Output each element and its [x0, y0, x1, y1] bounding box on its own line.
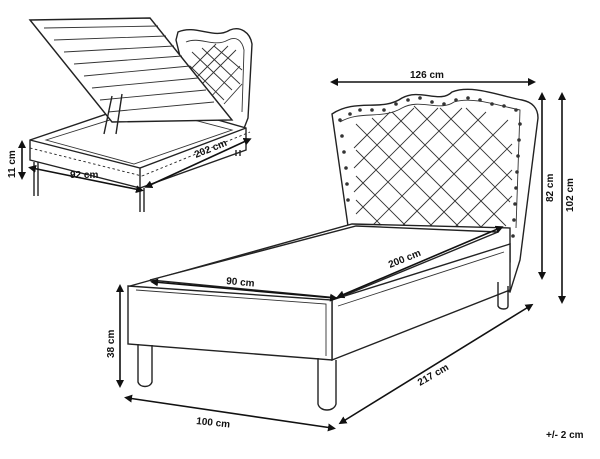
total-width-line	[124, 394, 336, 432]
large-leg	[317, 358, 337, 411]
mattress-length-line	[336, 225, 504, 299]
frame-height-label: 38 cm	[106, 330, 117, 358]
small-slats	[43, 25, 215, 113]
headboard-width-label: 126 cm	[410, 70, 444, 81]
small-leg	[139, 188, 145, 212]
storage-width-line	[28, 164, 144, 194]
storage-length-line	[144, 138, 252, 188]
mattress-width-line	[150, 278, 338, 302]
large-tufting	[353, 105, 513, 241]
total-width-label: 100 cm	[196, 416, 231, 430]
small-bed-drawing	[28, 17, 253, 212]
total-length-line	[338, 303, 534, 425]
headboard-height-label: 82 cm	[545, 174, 556, 202]
small-struts	[103, 93, 123, 135]
tolerance-note: +/- 2 cm	[546, 430, 584, 441]
storage-width-label: 92 cm	[70, 170, 98, 181]
small-leg	[33, 162, 39, 196]
large-leg	[137, 344, 153, 388]
small-lid	[28, 17, 234, 123]
total-height-label: 102 cm	[565, 178, 576, 212]
headboard-studs	[338, 96, 522, 238]
mattress-width-label: 90 cm	[226, 276, 255, 289]
storage-depth-label: 11 cm	[7, 150, 18, 178]
